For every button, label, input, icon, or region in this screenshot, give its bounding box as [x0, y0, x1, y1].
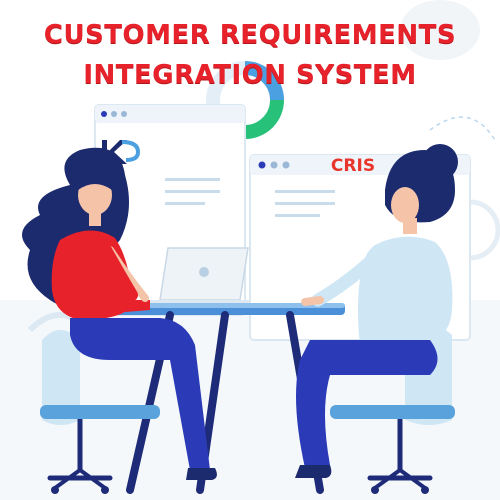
right-woman [295, 144, 458, 478]
page-title-line2: INTEGRATION SYSTEM [83, 60, 417, 90]
cris-window-label: CRIS [330, 156, 376, 176]
left-chair [40, 330, 160, 494]
company-logo [102, 140, 141, 164]
left-woman [22, 147, 217, 480]
page-title-line1: CUSTOMER REQUIREMENTS [43, 20, 457, 50]
laptop [150, 247, 250, 305]
